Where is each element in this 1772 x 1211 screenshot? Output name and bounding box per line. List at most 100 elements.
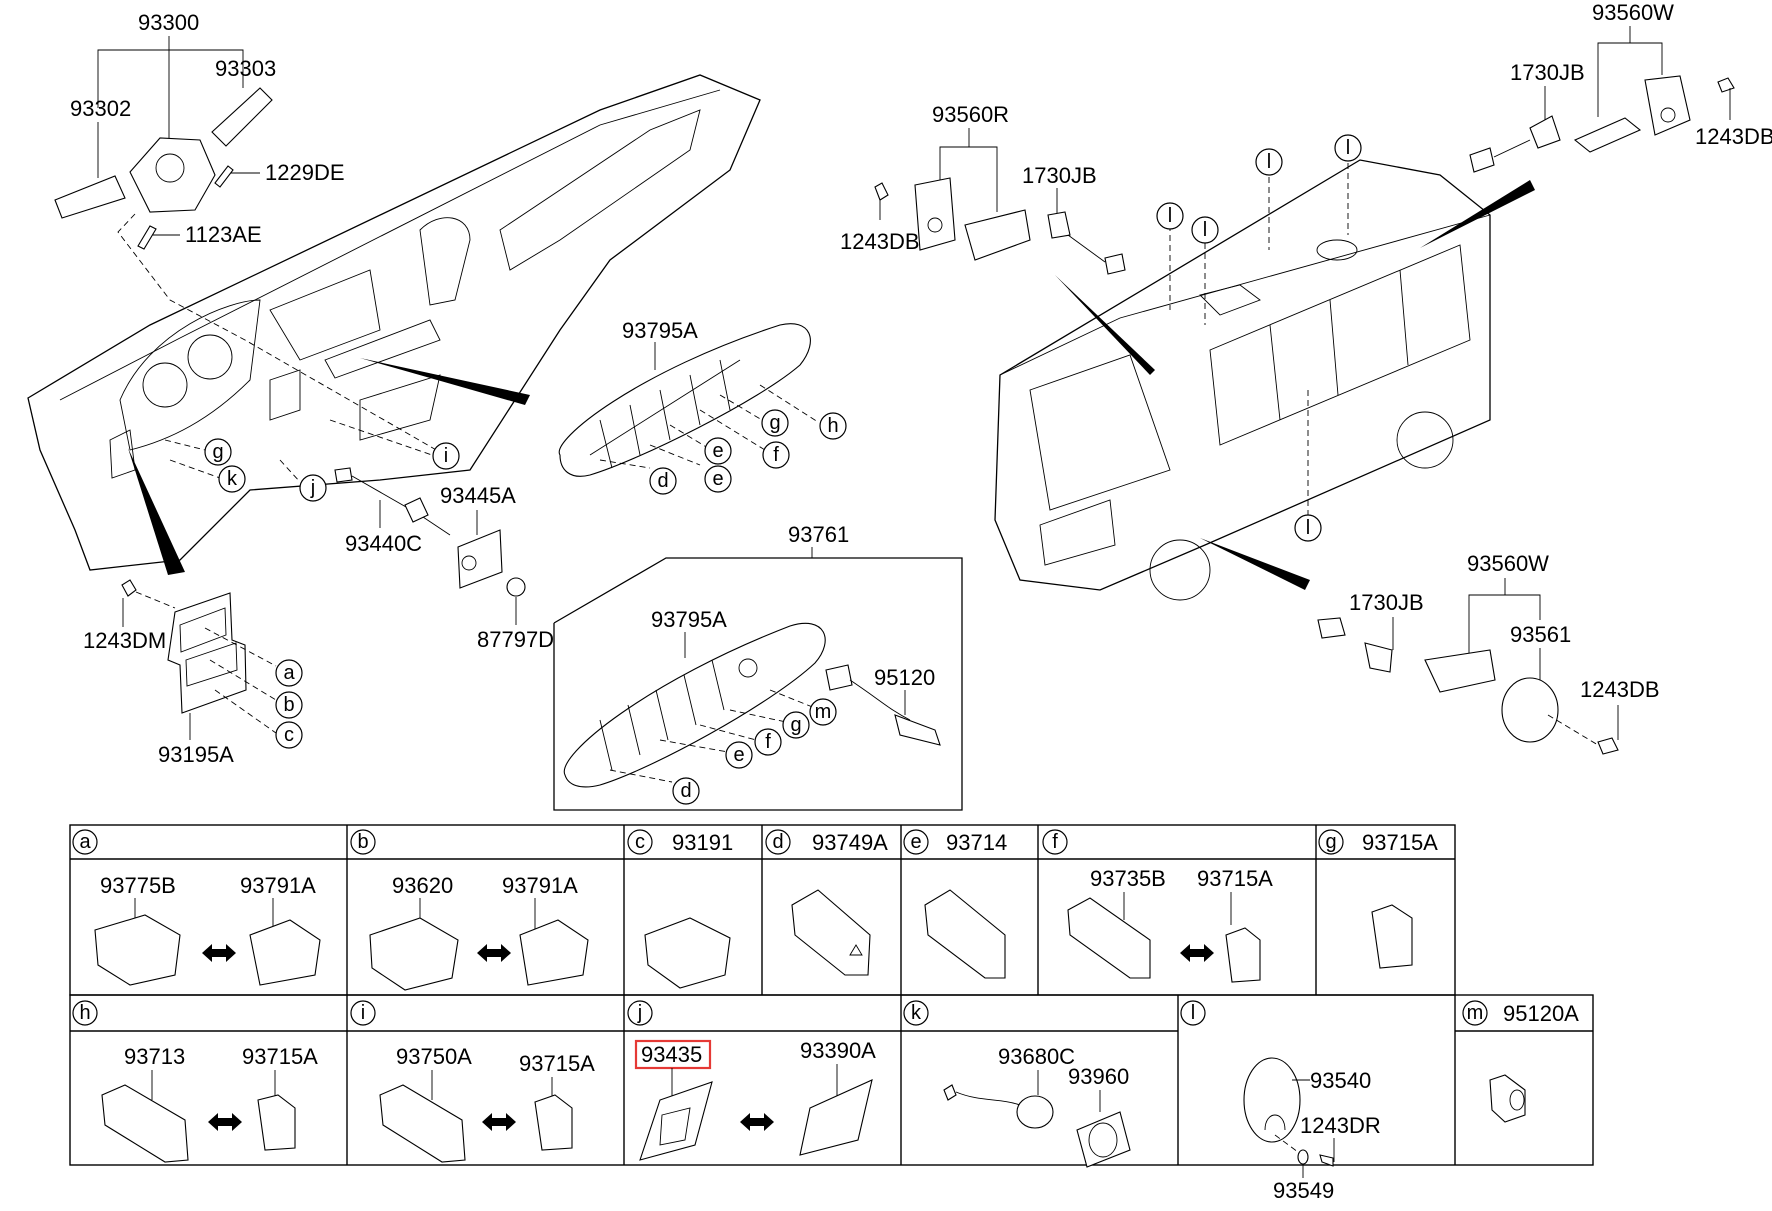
part-label-93300[interactable]: 93300 <box>138 10 199 35</box>
table-cell-d[interactable]: d 93749A <box>765 829 888 976</box>
table-cell-f[interactable]: f 93735B 93715A <box>1042 829 1273 983</box>
part-label-93795A-top[interactable]: 93795A <box>622 318 698 343</box>
callout-f-bezel[interactable]: f <box>762 441 790 469</box>
part-label-95120[interactable]: 95120 <box>874 665 935 690</box>
part-label-93620[interactable]: 93620 <box>392 873 453 898</box>
table-cell-h[interactable]: h 93713 93715A <box>72 1000 318 1163</box>
part-label-93445A[interactable]: 93445A <box>440 483 516 508</box>
part-label-95120A[interactable]: 95120A <box>1503 1001 1579 1026</box>
part-label-93791A-a[interactable]: 93791A <box>240 873 316 898</box>
part-label-93560W-top[interactable]: 93560W <box>1592 0 1674 25</box>
lens-93540-inner <box>1264 1114 1286 1131</box>
callout-b-bracket[interactable]: b <box>275 691 303 719</box>
multifunction-switch-assembly[interactable]: 93300 93303 93302 1229DE 1123AE <box>54 10 446 456</box>
lamp-93560W-top-assembly[interactable]: 93560W 1730JB 1243DB <box>1469 0 1772 173</box>
switch-93791A-b-icon <box>519 919 589 986</box>
part-label-93191[interactable]: 93191 <box>672 830 733 855</box>
callout-d-bezel[interactable]: d <box>649 467 677 495</box>
callout-e-bezel-1[interactable]: e <box>704 437 732 465</box>
callout-f-box[interactable]: f <box>754 728 782 756</box>
callout-e-bezel-2[interactable]: e <box>704 465 732 493</box>
lamp-93560W-bottom-assembly[interactable]: 93560W 1730JB 93561 1243DB <box>1317 551 1660 755</box>
callout-l-bus-4[interactable]: l <box>1334 134 1362 162</box>
part-label-93440C[interactable]: 93440C <box>345 531 422 556</box>
table-cell-e[interactable]: e 93714 <box>903 829 1007 979</box>
table-cell-i[interactable]: i 93750A 93715A <box>350 1000 595 1163</box>
part-label-1243DM[interactable]: 1243DM <box>83 628 166 653</box>
callout-m-box[interactable]: m <box>809 698 837 726</box>
part-label-93549[interactable]: 93549 <box>1273 1178 1334 1203</box>
part-label-87797D[interactable]: 87797D <box>477 627 554 652</box>
part-label-93195A[interactable]: 93195A <box>158 742 234 767</box>
table-cell-b[interactable]: b 93620 93791A <box>350 829 589 991</box>
table-cell-j[interactable]: j 93435 93390A <box>627 1000 876 1161</box>
part-label-93303[interactable]: 93303 <box>215 56 276 81</box>
table-cell-a[interactable]: a 93775B 93791A <box>72 829 321 986</box>
table-cell-m[interactable]: m 95120A <box>1462 1000 1579 1123</box>
part-label-1730JB-bot[interactable]: 1730JB <box>1349 590 1424 615</box>
part-label-93735B[interactable]: 93735B <box>1090 866 1166 891</box>
svg-text:a: a <box>283 662 295 684</box>
bracket-assembly[interactable]: 1243DM 93195A a b c <box>83 579 303 767</box>
table-cell-c[interactable]: c 93191 <box>627 829 733 989</box>
callout-j-dash[interactable]: j <box>299 474 327 502</box>
callout-l-bus-2[interactable]: l <box>1191 216 1219 244</box>
callout-k-dash[interactable]: k <box>218 465 246 493</box>
svg-text:j: j <box>310 477 315 499</box>
switch-bezel-top[interactable]: 93795A d e e f g h <box>558 318 847 495</box>
callout-d-box[interactable]: d <box>672 777 700 805</box>
part-label-1243DB-top[interactable]: 1243DB <box>1695 124 1772 149</box>
table-cell-k[interactable]: k 93680C 93960 <box>903 1000 1131 1168</box>
part-label-93560R[interactable]: 93560R <box>932 102 1009 127</box>
callout-g-box[interactable]: g <box>782 711 810 739</box>
part-label-93561[interactable]: 93561 <box>1510 622 1571 647</box>
callout-g-dash[interactable]: g <box>204 438 232 466</box>
part-label-1243DB-bot[interactable]: 1243DB <box>1580 677 1660 702</box>
callout-l-bus-5[interactable]: l <box>1294 514 1322 542</box>
table-cell-g[interactable]: g 93715A <box>1318 829 1438 969</box>
callout-a-bracket[interactable]: a <box>275 659 303 687</box>
callout-l-bus-1[interactable]: l <box>1156 202 1184 230</box>
housing-93560W-bot-icon <box>1424 649 1496 693</box>
part-label-93715A-i[interactable]: 93715A <box>519 1051 595 1076</box>
part-label-93714[interactable]: 93714 <box>946 830 1007 855</box>
part-label-1730JB-r[interactable]: 1730JB <box>1022 163 1097 188</box>
part-label-93750A[interactable]: 93750A <box>396 1044 472 1069</box>
part-label-93390A[interactable]: 93390A <box>800 1038 876 1063</box>
table-cell-l[interactable]: l 93540 1243DR 93549 <box>1180 1000 1381 1203</box>
bracket-93435-opening <box>659 1107 691 1146</box>
part-label-93775B[interactable]: 93775B <box>100 873 176 898</box>
bus-grille <box>1039 499 1116 566</box>
part-label-93761[interactable]: 93761 <box>788 522 849 547</box>
bus-windshield <box>1029 354 1171 511</box>
part-label-93540[interactable]: 93540 <box>1310 1068 1371 1093</box>
part-label-93795A-box[interactable]: 93795A <box>651 607 727 632</box>
part-label-93791A-b[interactable]: 93791A <box>502 873 578 898</box>
part-label-1229DE[interactable]: 1229DE <box>265 160 345 185</box>
callout-h-bezel[interactable]: h <box>819 412 847 440</box>
part-label-93680C[interactable]: 93680C <box>998 1044 1075 1069</box>
callout-e-box[interactable]: e <box>725 741 753 769</box>
part-label-93715A-g[interactable]: 93715A <box>1362 830 1438 855</box>
part-label-93960[interactable]: 93960 <box>1068 1064 1129 1089</box>
lamp-93560R-assembly[interactable]: 93560R 1730JB 1243DB <box>840 102 1126 275</box>
part-label-1243DB-r[interactable]: 1243DB <box>840 229 920 254</box>
part-label-93713[interactable]: 93713 <box>124 1044 185 1069</box>
callout-i-dash[interactable]: i <box>432 442 460 470</box>
part-label-1123AE[interactable]: 1123AE <box>185 222 262 247</box>
part-label-93435[interactable]: 93435 <box>641 1042 702 1067</box>
part-label-93715A-f[interactable]: 93715A <box>1197 866 1273 891</box>
part-label-93560W-bot[interactable]: 93560W <box>1467 551 1549 576</box>
screw-1123AE-icon <box>137 225 157 250</box>
callout-g-bezel[interactable]: g <box>761 409 789 437</box>
part-label-93302[interactable]: 93302 <box>70 96 131 121</box>
callout-l-bus-3[interactable]: l <box>1255 148 1283 176</box>
part-label-1730JB-top[interactable]: 1730JB <box>1510 60 1585 85</box>
part-label-93715A-h[interactable]: 93715A <box>242 1044 318 1069</box>
part-label-93749A[interactable]: 93749A <box>812 830 888 855</box>
assembly-93761-box[interactable]: 93761 93795A 95120 d e f g m <box>553 522 963 811</box>
part-label-1243DR[interactable]: 1243DR <box>1300 1113 1381 1138</box>
callout-c-bracket[interactable]: c <box>275 721 303 749</box>
bezel-93960-icon <box>1076 1111 1131 1168</box>
socket-assembly[interactable]: 93440C 93445A 87797D <box>334 467 554 652</box>
